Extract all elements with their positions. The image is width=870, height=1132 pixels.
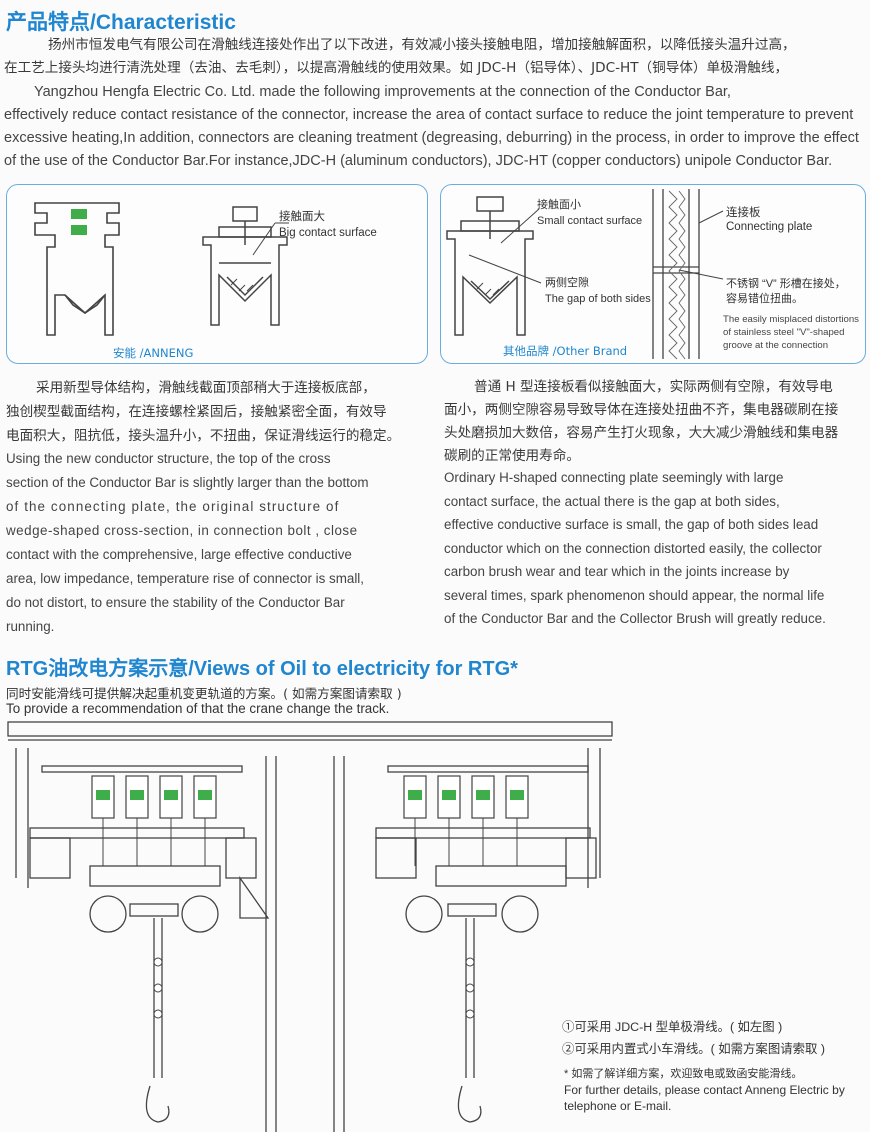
other-brand-en-line: conductor which on the connection distor…: [444, 540, 822, 556]
anneng-cn-line: 独创楔型截面结构，在连接螺栓紧固后，接触紧密全面，有效导: [6, 404, 387, 420]
v-groove-en-line: groove at the connection: [723, 340, 829, 351]
anneng-profile-drawing: [34, 202, 289, 336]
anneng-cn-line: 电面积大，阻抗低，接头温升小，不扭曲，保证滑线运行的稳定。: [6, 428, 401, 444]
intro-en-paragraph: Yangzhou Hengfa Electric Co. Ltd. made t…: [4, 81, 868, 173]
other-brand-en-paragraph: Ordinary H-shaped connecting plate seemi…: [444, 466, 868, 631]
scheme-options: ①可采用 JDC-H 型单极滑线。( 如左图 ) ②可采用内置式小车滑线。( 如…: [562, 1016, 825, 1060]
gap-label-cn: 两侧空隙: [545, 277, 589, 289]
anneng-en-line: wedge-shaped cross-section, in connectio…: [6, 523, 358, 538]
v-groove-en-line: The easily misplaced distortions: [723, 314, 859, 325]
rtg-crane-drawing: [7, 721, 613, 1132]
v-groove-label-en: The easily misplaced distortions of stai…: [723, 313, 859, 352]
green-contact-pad: [71, 209, 87, 219]
other-brand-en-line: several times, spark phenomenon should a…: [444, 587, 825, 603]
anneng-en-line: section of the Conductor Bar is slightly…: [6, 475, 369, 490]
big-contact-label-cn: 接触面大: [279, 211, 325, 223]
other-brand-en-line: Ordinary H-shaped connecting plate seemi…: [444, 470, 784, 485]
anneng-en-line: of the connecting plate, the original st…: [6, 499, 340, 514]
anneng-en-line: do not distort, to ensure the stability …: [6, 595, 345, 610]
anneng-cn-line: 采用新型导体结构，滑触线截面顶部稍大于连接板底部，: [36, 380, 376, 396]
connecting-plate-label-en: Connecting plate: [726, 221, 813, 233]
other-brand-cn-line: 头处磨损加大数倍，容易产生打火现象，大大减少滑触线和集电器: [444, 425, 839, 441]
footnote-en-line: For further details, please contact Anne…: [564, 1083, 845, 1097]
intro-en-line: Yangzhou Hengfa Electric Co. Ltd. made t…: [34, 84, 731, 100]
connecting-plate-label-cn: 连接板: [726, 207, 761, 219]
other-brand-en-line: of the Conductor Bar and the Collector B…: [444, 611, 826, 626]
section-title-rtg: RTG油改电方案示意/Views of Oil to electricity f…: [6, 658, 518, 680]
other-brand-en-line: effective conductive surface is small, t…: [444, 517, 819, 532]
v-groove-label-cn: 不锈钢 “V” 形槽在接处， 容易错位扭曲。: [726, 277, 846, 307]
section-title-characteristic: 产品特点/Characteristic: [6, 11, 236, 34]
rtg-subtitle-cn: 同时安能滑线可提供解决起重机变更轨道的方案。( 如需方案图请索取 ): [6, 686, 402, 701]
other-brand-cn-paragraph: 普通 H 型连接板看似接触面大，实际两侧有空隙，有效导电 面小，两侧空隙容易导致…: [444, 376, 866, 468]
anneng-en-line: Using the new conductor structure, the t…: [6, 451, 331, 466]
intro-cn-paragraph: 扬州市恒发电气有限公司在滑触线连接处作出了以下改进，有效减小接头接触电阻，增加接…: [4, 34, 868, 79]
scheme-option-1: ①可采用 JDC-H 型单极滑线。( 如左图 ): [562, 1020, 783, 1034]
other-brand-en-line: carbon brush wear and tear which in the …: [444, 564, 790, 579]
anneng-caption: 安能 /ANNENG: [113, 346, 194, 360]
anneng-cn-paragraph: 采用新型导体结构，滑触线截面顶部稍大于连接板底部， 独创楔型截面结构，在连接螺栓…: [6, 376, 416, 448]
other-brand-caption: 其他品牌 /Other Brand: [503, 344, 628, 358]
gap-label-en: The gap of both sides: [545, 293, 651, 305]
rtg-subtitle-en: To provide a recommendation of that the …: [6, 701, 390, 716]
anneng-en-line: running.: [6, 619, 55, 634]
anneng-en-line: area, low impedance, temperature rise of…: [6, 571, 364, 586]
big-contact-label-en: Big contact surface: [279, 227, 377, 239]
v-groove-cn-line: 不锈钢 “V” 形槽在接处，: [726, 278, 846, 290]
intro-en-line: effectively reduce contact resistance of…: [4, 107, 854, 123]
intro-cn-line: 在工艺上接头均进行清洗处理（去油、去毛刺），以提高滑触线的使用效果。如 JDC-…: [4, 59, 789, 76]
v-groove-en-line: of stainless steel "V"-shaped: [723, 327, 845, 338]
other-brand-cn-line: 碳刷的正常使用寿命。: [444, 448, 580, 464]
scheme-option-2: ②可采用内置式小车滑线。( 如需方案图请索取 ): [562, 1042, 825, 1056]
anneng-figure-box: 接触面大 Big contact surface 安能 /ANNENG: [6, 184, 428, 364]
intro-en-line: of the use of the Conductor Bar.For inst…: [4, 153, 833, 169]
other-brand-figure-box: 接触面小 Small contact surface 两侧空隙 The gap …: [440, 184, 866, 364]
intro-en-line: excessive heating,In addition, connector…: [4, 130, 859, 146]
other-brand-profile-drawing: [446, 189, 724, 360]
other-brand-cn-line: 面小，两侧空隙容易导致导体在连接处扭曲不齐，集电器碳刷在接: [444, 402, 839, 418]
other-brand-cn-line: 普通 H 型连接板看似接触面大，实际两侧有空隙，有效导电: [474, 379, 833, 395]
anneng-en-paragraph: Using the new conductor structure, the t…: [6, 447, 418, 639]
footnote: * 如需了解详细方案，欢迎致电或致函安能滑线。 For further deta…: [564, 1066, 845, 1114]
other-brand-en-line: contact surface, the actual there is the…: [444, 493, 780, 509]
footnote-en-line: telephone or E-mail.: [564, 1099, 672, 1113]
small-contact-label-en: Small contact surface: [537, 215, 643, 227]
v-groove-cn-line: 容易错位扭曲。: [726, 293, 803, 305]
green-contact-pad: [71, 225, 87, 235]
footnote-cn: * 如需了解详细方案，欢迎致电或致函安能滑线。: [564, 1068, 803, 1080]
intro-cn-line: 扬州市恒发电气有限公司在滑触线连接处作出了以下改进，有效减小接头接触电阻，增加接…: [48, 37, 796, 53]
anneng-en-line: contact with the comprehensive, large ef…: [6, 547, 352, 562]
small-contact-label-cn: 接触面小: [537, 199, 581, 211]
